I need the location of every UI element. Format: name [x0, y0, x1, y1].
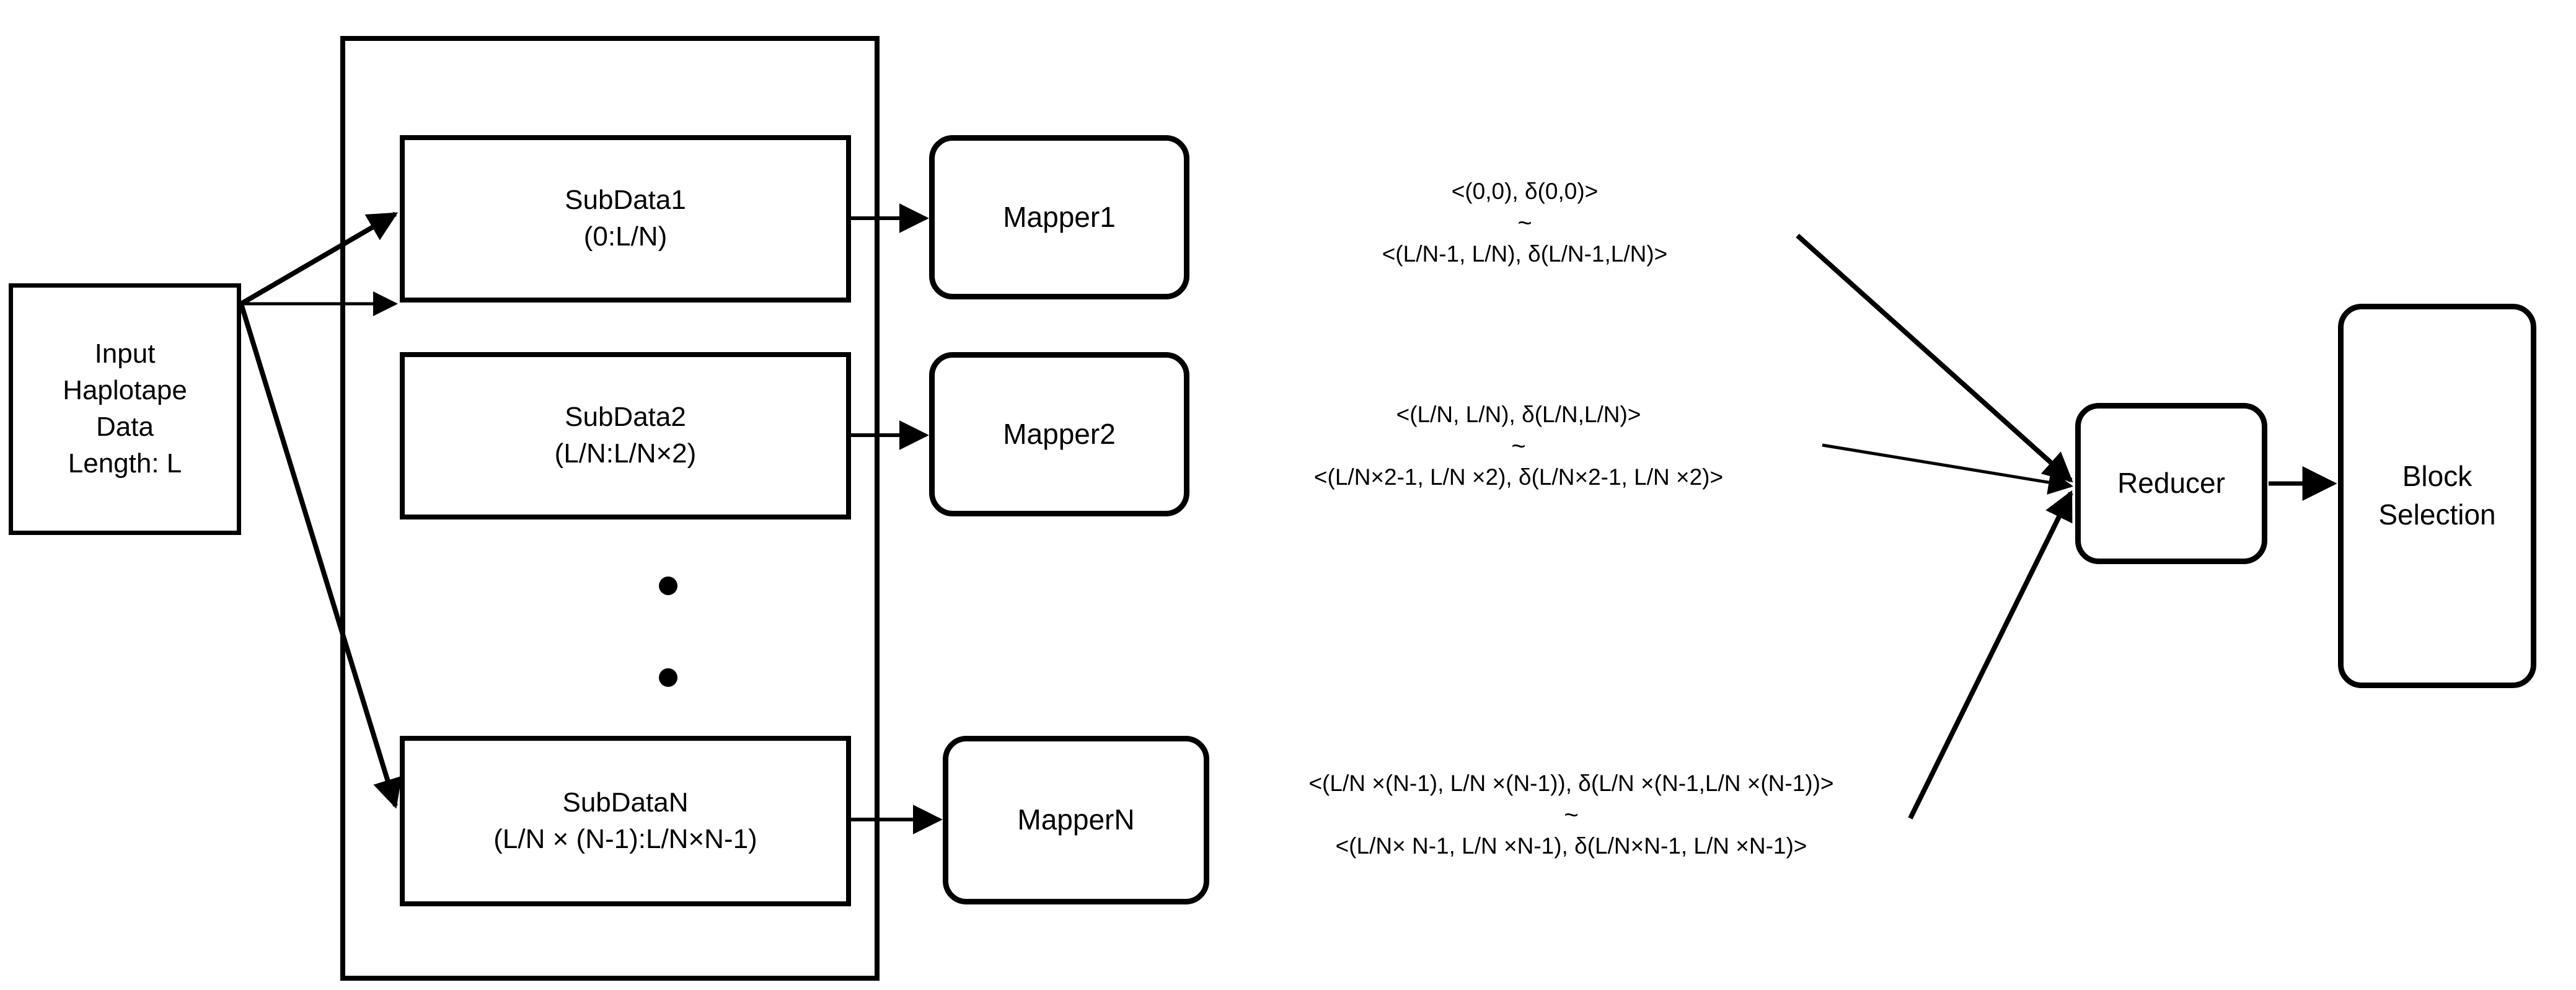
kv-group-2-tilde: ~	[1511, 433, 1526, 460]
kv-group-1-first: <(0,0), δ(0,0)>	[1451, 179, 1599, 204]
kv-group-2-last: <(L/N×2-1, L/N ×2), δ(L/N×2-1, L/N ×2)>	[1313, 464, 1724, 490]
kv-group-n-last: <(L/N× N-1, L/N ×N-1), δ(L/N×N-1, L/N ×N…	[1335, 833, 1807, 859]
kv-group-2-first: <(L/N, L/N), δ(L/N,L/N)>	[1396, 402, 1641, 427]
input-line-4: Length: L	[68, 448, 182, 479]
input-line-1: Input	[94, 338, 156, 369]
subdata-box-2: SubData2 (L/N:L/N×2)	[400, 352, 851, 519]
edge-mapper2-to-reducer	[1822, 443, 2073, 495]
kv-group-n-first: <(L/N ×(N-1), L/N ×(N-1)), δ(L/N ×(N-1,L…	[1308, 771, 1834, 796]
subdata-2-range: (L/N:L/N×2)	[554, 438, 697, 469]
key-value-group-1: <(0,0), δ(0,0)> ~ <(L/N-1, L/N), δ(L/N-1…	[1277, 180, 1773, 265]
input-line-2: Haplotape	[63, 375, 187, 406]
edge-mappern-to-reducer	[1908, 490, 2073, 820]
ellipsis-dot-2	[659, 668, 677, 687]
mapper-box-2: Mapper2	[929, 352, 1189, 516]
subdata-box-n: SubDataN (L/N × (N-1):L/N×N-1)	[400, 736, 851, 906]
key-value-group-n: <(L/N ×(N-1), L/N ×(N-1)), δ(L/N ×(N-1,L…	[1196, 772, 1946, 857]
input-haplotape-data-box: Input Haplotape Data Length: L	[9, 283, 241, 535]
block-selection-line-1: Block	[2402, 460, 2472, 493]
kv-group-1-last: <(L/N-1, L/N), δ(L/N-1,L/N)>	[1382, 241, 1668, 267]
kv-group-n-tilde: ~	[1564, 802, 1579, 829]
mapper-box-n: MapperN	[943, 736, 1209, 904]
subdata-1-name: SubData1	[565, 185, 686, 216]
edge-mapper1-to-reducer	[1796, 234, 2073, 483]
subdata-2-name: SubData2	[565, 402, 686, 433]
mapper-1-label: Mapper1	[1003, 200, 1116, 233]
reducer-label: Reducer	[2117, 467, 2225, 500]
mapper-box-1: Mapper1	[929, 135, 1189, 299]
subdata-1-range: (0:L/N)	[583, 221, 668, 252]
subdata-n-range: (L/N × (N-1):L/N×N-1)	[493, 823, 757, 854]
kv-group-1-tilde: ~	[1517, 210, 1532, 237]
mapper-n-label: MapperN	[1017, 803, 1135, 836]
block-selection-line-2: Selection	[2378, 498, 2496, 531]
reducer-box: Reducer	[2075, 403, 2267, 564]
input-line-3: Data	[96, 412, 154, 442]
vertical-ellipsis	[659, 577, 677, 760]
subdata-box-1: SubData1 (0:L/N)	[400, 135, 851, 303]
subdata-n-name: SubDataN	[562, 787, 689, 818]
ellipsis-dot-1	[659, 577, 677, 595]
mapper-2-label: Mapper2	[1003, 417, 1116, 450]
block-selection-box: Block Selection	[2338, 304, 2536, 688]
key-value-group-2: <(L/N, L/N), δ(L/N,L/N)> ~ <(L/N×2-1, L/…	[1209, 403, 1828, 488]
